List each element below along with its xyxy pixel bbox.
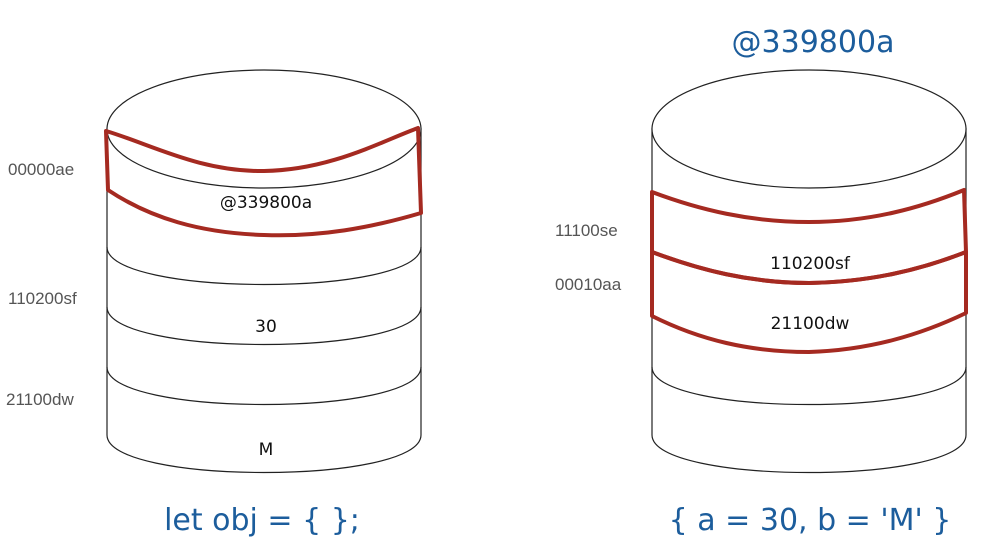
memory-cell-value: 21100dw [771,314,850,334]
address-label: 21100dw [6,390,74,409]
memory-cell-value: 30 [255,317,277,337]
address-label: 110200sf [8,289,77,308]
left-memory-cylinder [104,69,423,474]
memory-cell-value: @339800a [220,193,312,213]
right-memory-cylinder [650,69,968,474]
left-highlight-slot [104,126,423,238]
right-cylinder-top [651,69,967,189]
right-title: @339800a [732,25,895,60]
address-label: 00010aa [555,275,622,294]
address-label: 11100se [555,221,618,240]
address-label: 00000ae [8,160,74,179]
left-cylinder-divider [106,246,422,286]
memory-cell-value: 110200sf [770,254,851,274]
left-cylinder-divider [106,306,422,346]
left-caption: let obj = { }; [164,503,360,538]
right-caption: { a = 30, b = 'M' } [669,503,952,538]
right-cylinder-divider [651,366,967,406]
right-highlight-slot [650,250,968,354]
left-cylinder-body [106,128,422,474]
left-cylinder-divider [106,366,422,406]
memory-cell-value: M [259,440,274,460]
